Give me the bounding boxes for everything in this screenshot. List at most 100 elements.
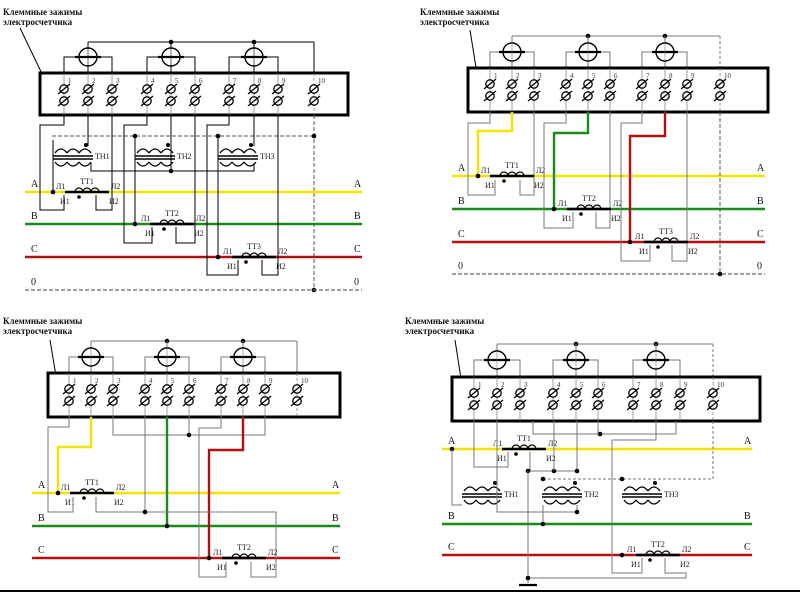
voltage-transformer-icon: ТН3 [622, 481, 679, 505]
meter-coil-icon [643, 350, 669, 370]
terminal-screw-icon [105, 83, 119, 107]
screw-slash [706, 387, 720, 399]
junction-dot [82, 496, 86, 500]
vt-winding-upper [231, 148, 245, 154]
junction-dot [648, 558, 652, 562]
screw-slash [57, 83, 71, 95]
ct-l1-label: Л1 [223, 247, 232, 256]
meter-coil-icon [154, 347, 180, 367]
screw-slash [182, 395, 196, 407]
wire [39, 115, 65, 211]
ct-l1-label: Л1 [481, 166, 490, 175]
screw-slash [57, 95, 71, 107]
terminal-screw-icon [706, 387, 720, 411]
wire [496, 421, 578, 513]
vt-name: ТН3 [664, 490, 679, 499]
terminal-screw-icon [307, 83, 321, 107]
junction-dot [627, 239, 633, 245]
caption-line-1: Клеммные зажимы [420, 7, 499, 17]
screw-slash [713, 90, 727, 102]
junction-dot [551, 206, 557, 212]
screw-slash [527, 78, 541, 90]
ct-i2-label: И2 [611, 214, 621, 223]
terminal-number: 3 [524, 381, 528, 389]
ct-i1-label: И1 [145, 229, 155, 238]
screw-slash [247, 95, 261, 107]
ct-winding [669, 237, 679, 243]
phase-label-right: A [744, 436, 752, 447]
meter-coil-icon [230, 347, 256, 367]
vt-name: ТН1 [504, 490, 519, 499]
terminal-screw-icon [57, 83, 71, 107]
ct-i1-label: И1 [497, 454, 507, 463]
vt-winding-upper [160, 148, 174, 154]
screw-slash [706, 399, 720, 411]
meter-coil-icon [241, 47, 267, 67]
junction-dot [525, 575, 531, 581]
screw-slash [581, 90, 595, 102]
ct-name: ТТ3 [659, 227, 673, 236]
screw-slash [626, 387, 640, 399]
terminal-number: 7 [646, 72, 650, 80]
wire [473, 421, 509, 468]
terminal-number: 5 [580, 381, 584, 389]
ct-i2-label: И2 [680, 560, 690, 569]
phase-label-right: 0 [354, 277, 359, 288]
vt-winding-upper [54, 148, 68, 154]
vt-winding-upper [243, 148, 257, 154]
screw-slash [658, 90, 672, 102]
phase-label-left: B [458, 196, 465, 207]
junction-dot [574, 509, 580, 515]
terminal-screw-icon [581, 78, 595, 102]
terminal-number: 1 [494, 72, 498, 80]
junction-dot [234, 561, 238, 565]
screw-slash [271, 95, 285, 107]
meter-coil-icon [158, 47, 184, 67]
phase-label-right: A [757, 163, 765, 174]
vt-winding-lower [160, 161, 174, 167]
junction-dot [206, 555, 212, 561]
terminal-number: 6 [199, 77, 203, 85]
terminal-screw-icon [182, 383, 196, 407]
screw-slash [490, 399, 504, 411]
phase-label-left: A [448, 436, 456, 447]
terminal-screw-icon [505, 78, 519, 102]
junction-dot [164, 523, 170, 529]
vt-winding-lower [136, 161, 150, 167]
phase-C-voltage-lead [628, 112, 667, 242]
junction-dot [55, 490, 61, 496]
screw-slash [490, 387, 504, 399]
ct-winding [257, 252, 267, 258]
caption-line-2: электросчетчика [3, 17, 73, 27]
junction-dot [166, 143, 170, 147]
junction-dot [619, 552, 625, 558]
terminal-screw-icon [84, 383, 98, 407]
wire [261, 115, 279, 276]
voltage-transformer-icon: ТН2 [135, 143, 192, 167]
ct-l1-label: Л1 [627, 545, 636, 554]
junction-dot [540, 521, 546, 527]
ct-l1-label: Л1 [213, 548, 222, 557]
terminal-number: 1 [73, 377, 77, 385]
terminal-screw-icon [258, 383, 272, 407]
terminal-block-frame [38, 71, 350, 117]
terminal-screw-icon [247, 83, 261, 107]
phase-label-left: 0 [31, 277, 36, 288]
screw-slash [546, 387, 560, 399]
phase-A-voltage-lead [56, 417, 93, 493]
ct-i1-label: И1 [562, 214, 572, 223]
ct-i1-label: И1 [227, 262, 237, 271]
screw-slash [236, 395, 250, 407]
phase-label-left: C [448, 542, 455, 553]
terminal-screw-icon [658, 78, 672, 102]
screw-slash [138, 395, 152, 407]
screw-slash [713, 78, 727, 90]
phase-label-left: C [38, 545, 45, 556]
